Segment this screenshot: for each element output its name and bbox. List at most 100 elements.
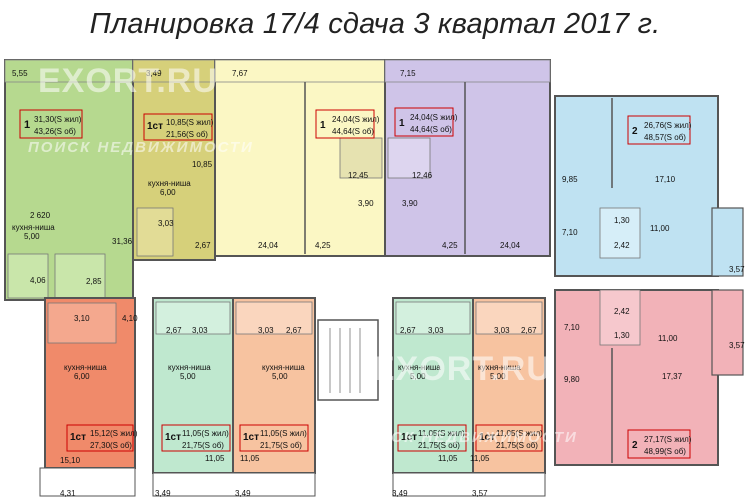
svg-text:11,05(S жил): 11,05(S жил): [260, 429, 307, 438]
svg-text:2,67: 2,67: [400, 326, 416, 335]
svg-text:7,10: 7,10: [562, 228, 578, 237]
apartment-top-2[interactable]: [132, 59, 216, 261]
svg-text:2: 2: [632, 440, 638, 451]
apartment-label: 2 27,17(S жил) 48,99(S об): [627, 429, 692, 459]
kitchen-niche-label: кухня-ниша: [478, 363, 521, 372]
svg-text:2: 2: [632, 126, 638, 137]
svg-text:4,25: 4,25: [442, 241, 458, 250]
kitchen-niche-label: кухня-ниша: [168, 363, 211, 372]
apartment-label: 1 24,04(S жил) 44,64(S об): [394, 107, 458, 137]
dimension-labels: 5,55 3,49 7,67 7,15 10,85 2 620 31,36 4,…: [12, 69, 745, 498]
svg-text:31,36: 31,36: [112, 237, 133, 246]
svg-text:3,57: 3,57: [729, 341, 745, 350]
svg-text:3,49: 3,49: [235, 489, 251, 498]
svg-text:4,25: 4,25: [315, 241, 331, 250]
apartment-top-4[interactable]: [384, 59, 551, 257]
svg-text:11,05(S жил): 11,05(S жил): [418, 429, 465, 438]
svg-text:21,75(S об): 21,75(S об): [182, 441, 224, 450]
svg-text:3,03: 3,03: [428, 326, 444, 335]
svg-text:3,10: 3,10: [74, 314, 90, 323]
svg-text:1: 1: [320, 120, 326, 131]
apartment-label: 1ст 15,12(S жил) 27,30(S об): [66, 424, 138, 452]
svg-text:2,67: 2,67: [521, 326, 537, 335]
svg-text:4,06: 4,06: [30, 276, 46, 285]
apartment-label: 1ст 11,05(S жил) 21,75(S об): [239, 424, 309, 452]
svg-text:11,00: 11,00: [650, 224, 670, 233]
svg-text:10,85(S жил): 10,85(S жил): [166, 118, 214, 127]
svg-text:1ст: 1ст: [479, 432, 495, 443]
svg-text:11,05: 11,05: [205, 454, 225, 463]
svg-text:3,03: 3,03: [494, 326, 510, 335]
watermark-brand: EXORT.RU: [372, 350, 552, 388]
svg-text:27,30(S об): 27,30(S об): [90, 441, 132, 450]
apartment-bottom-2[interactable]: [152, 297, 234, 474]
svg-text:1: 1: [24, 119, 30, 131]
svg-text:12,46: 12,46: [412, 171, 433, 180]
apartment-bottom-3[interactable]: [232, 297, 316, 474]
kitchen-niche-label: кухня-ниша: [262, 363, 305, 372]
svg-text:2,42: 2,42: [614, 241, 630, 250]
svg-text:17,10: 17,10: [655, 175, 676, 184]
svg-text:11,05(S жил): 11,05(S жил): [182, 429, 229, 438]
apartment-bottom-6[interactable]: [554, 289, 744, 466]
kitchen-niche-label: кухня-ниша: [148, 179, 191, 188]
svg-text:26,76(S жил): 26,76(S жил): [644, 121, 692, 130]
balcony: [39, 467, 136, 497]
kitchen-niche-label: кухня-ниша: [12, 223, 55, 232]
svg-text:10,85: 10,85: [192, 160, 213, 169]
svg-text:3,57: 3,57: [729, 265, 745, 274]
svg-text:2,42: 2,42: [614, 307, 630, 316]
svg-text:24,04(S жил): 24,04(S жил): [410, 113, 458, 122]
svg-text:11,05(S жил): 11,05(S жил): [496, 429, 543, 438]
apartment-label: 1 31,30(S жил) 43,26(S об): [19, 109, 83, 139]
svg-text:2,67: 2,67: [195, 241, 211, 250]
svg-text:2 620: 2 620: [30, 211, 51, 220]
svg-text:2,67: 2,67: [166, 326, 182, 335]
svg-text:24,04(S жил): 24,04(S жил): [332, 115, 380, 124]
svg-text:1,30: 1,30: [614, 216, 630, 225]
kitchen-niche-area: 5,00: [24, 232, 40, 241]
floor-plan: 1 31,30(S жил) 43,26(S об) 1ст 10,85(S ж…: [4, 58, 745, 498]
svg-text:44,64(S об): 44,64(S об): [332, 127, 374, 136]
kitchen-niche-area: 5,00: [180, 372, 196, 381]
apartment-top-3[interactable]: [214, 59, 386, 257]
svg-text:11,00: 11,00: [658, 334, 678, 343]
svg-text:48,99(S об): 48,99(S об): [644, 447, 686, 456]
svg-text:44,64(S об): 44,64(S об): [410, 125, 452, 134]
svg-text:5,55: 5,55: [12, 69, 28, 78]
apartment-top-5[interactable]: [554, 95, 744, 277]
svg-text:21,56(S об): 21,56(S об): [166, 130, 208, 139]
apartment-bottom-5[interactable]: [472, 297, 546, 474]
kitchen-niche-area: 6,00: [74, 372, 90, 381]
kitchen-niche-area: 5,00: [410, 372, 426, 381]
svg-text:12,45: 12,45: [348, 171, 369, 180]
kitchen-niche-label: кухня-ниша: [398, 363, 441, 372]
apartment-label: 1ст 10,85(S жил) 21,56(S об): [143, 113, 214, 141]
stairwell: [317, 319, 379, 401]
svg-text:24,04: 24,04: [258, 241, 279, 250]
svg-text:3,57: 3,57: [472, 489, 488, 498]
kitchen-niche-label: кухня-ниша: [64, 363, 107, 372]
svg-text:21,75(S об): 21,75(S об): [418, 441, 460, 450]
svg-text:7,10: 7,10: [564, 323, 580, 332]
apartment-label: 2 26,76(S жил) 48,57(S об): [627, 115, 692, 145]
apartment-label: 1ст 11,05(S жил) 21,75(S об): [475, 424, 543, 452]
kitchen-niche-area: 5,00: [272, 372, 288, 381]
svg-text:1: 1: [399, 118, 405, 129]
svg-text:3,49: 3,49: [146, 69, 162, 78]
apartment-bottom-1[interactable]: [44, 297, 136, 469]
svg-text:1ст: 1ст: [147, 121, 163, 132]
svg-text:11,05: 11,05: [470, 454, 490, 463]
apartment-label: 1ст 11,05(S жил) 21,75(S об): [161, 424, 231, 452]
svg-text:4,31: 4,31: [60, 489, 76, 498]
svg-text:2,67: 2,67: [286, 326, 302, 335]
watermark-subtitle: ПОИСК НЕДВИЖИМОСТИ: [352, 429, 578, 446]
svg-text:3,49: 3,49: [155, 489, 171, 498]
svg-text:3,03: 3,03: [158, 219, 174, 228]
svg-text:21,75(S об): 21,75(S об): [260, 441, 302, 450]
watermark-subtitle: ПОИСК НЕДВИЖИМОСТИ: [28, 139, 254, 156]
apartment-top-1[interactable]: [4, 59, 134, 301]
apartment-bottom-4[interactable]: [392, 297, 474, 474]
balcony: [152, 472, 316, 497]
apartment-label: 1 24,04(S жил) 44,64(S об): [315, 109, 380, 139]
